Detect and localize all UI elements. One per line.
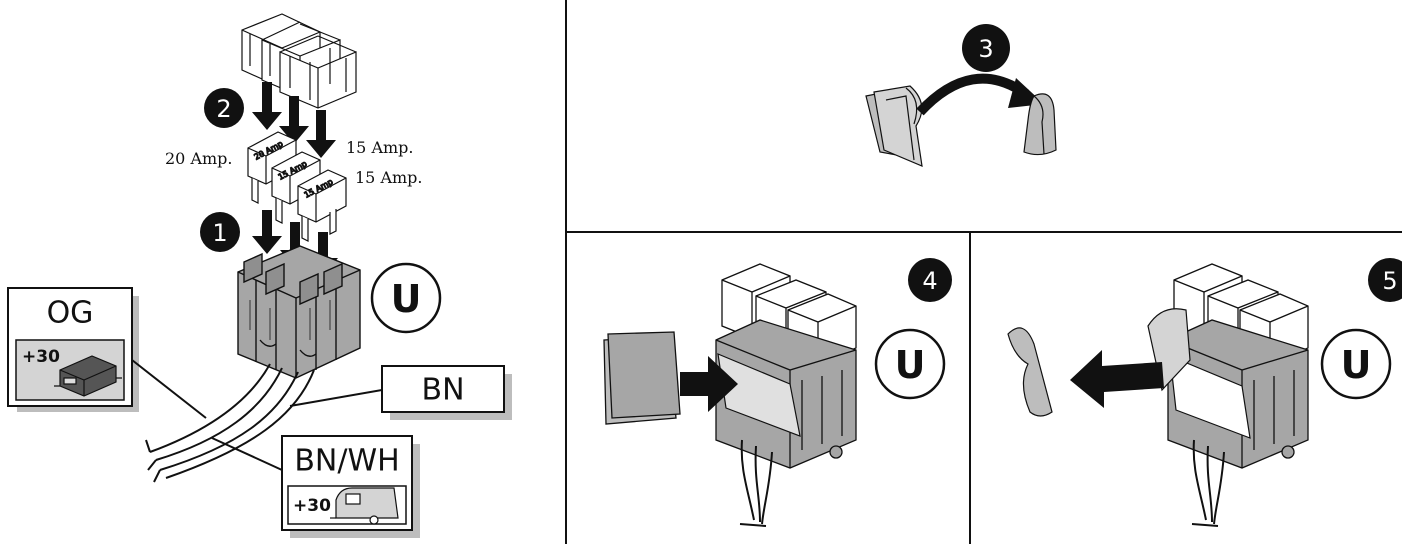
panel-peel-label: 3 bbox=[866, 24, 1056, 166]
panel-remove-label: 5 U bbox=[1008, 258, 1402, 526]
label-sheet-4 bbox=[604, 332, 680, 424]
caravan-icon bbox=[330, 488, 398, 524]
step-3-badge: 3 bbox=[962, 24, 1010, 72]
removed-label-5 bbox=[1008, 328, 1052, 416]
label-20-amp: 20 Amp. bbox=[165, 149, 233, 168]
og-wire-label: OG +30 bbox=[8, 288, 206, 418]
bn-wire-label: BN bbox=[290, 366, 512, 420]
svg-text:U: U bbox=[895, 343, 926, 387]
label-15-amp-lower: 15 Amp. bbox=[355, 168, 423, 187]
svg-text:+30: +30 bbox=[293, 496, 331, 516]
panel-fuse-install: 2 20 Amp 15 Amp 15 Amp 20 Amp. 15 Amp. 1… bbox=[8, 14, 512, 538]
step-2-badge: 2 bbox=[204, 88, 244, 128]
svg-text:BN: BN bbox=[421, 373, 464, 408]
fuse-cover bbox=[242, 14, 356, 108]
step-5-badge: 5 bbox=[1368, 258, 1402, 302]
svg-text:U: U bbox=[1341, 343, 1372, 387]
svg-text:OG: OG bbox=[47, 296, 94, 331]
svg-text:2: 2 bbox=[216, 95, 231, 123]
step-4-badge: 4 bbox=[908, 258, 952, 302]
svg-text:5: 5 bbox=[1382, 267, 1397, 295]
svg-text:U: U bbox=[391, 277, 422, 321]
step-1-badge: 1 bbox=[200, 212, 240, 252]
svg-text:BN/WH: BN/WH bbox=[294, 444, 399, 479]
u-symbol-5: U bbox=[1322, 330, 1390, 398]
label-sheet bbox=[866, 86, 922, 166]
fuse-holder-block bbox=[238, 246, 360, 378]
svg-text:+30: +30 bbox=[22, 347, 60, 367]
bnwh-wire-label: BN/WH +30 bbox=[212, 436, 420, 538]
label-15-amp-upper: 15 Amp. bbox=[346, 138, 414, 157]
remove-arrow bbox=[1070, 350, 1164, 408]
panel-apply-label: 4 U bbox=[604, 258, 952, 526]
svg-text:3: 3 bbox=[978, 35, 993, 63]
svg-text:4: 4 bbox=[922, 267, 937, 295]
u-symbol-4: U bbox=[876, 330, 944, 398]
u-symbol-left: U bbox=[372, 264, 440, 332]
svg-text:1: 1 bbox=[212, 219, 227, 247]
